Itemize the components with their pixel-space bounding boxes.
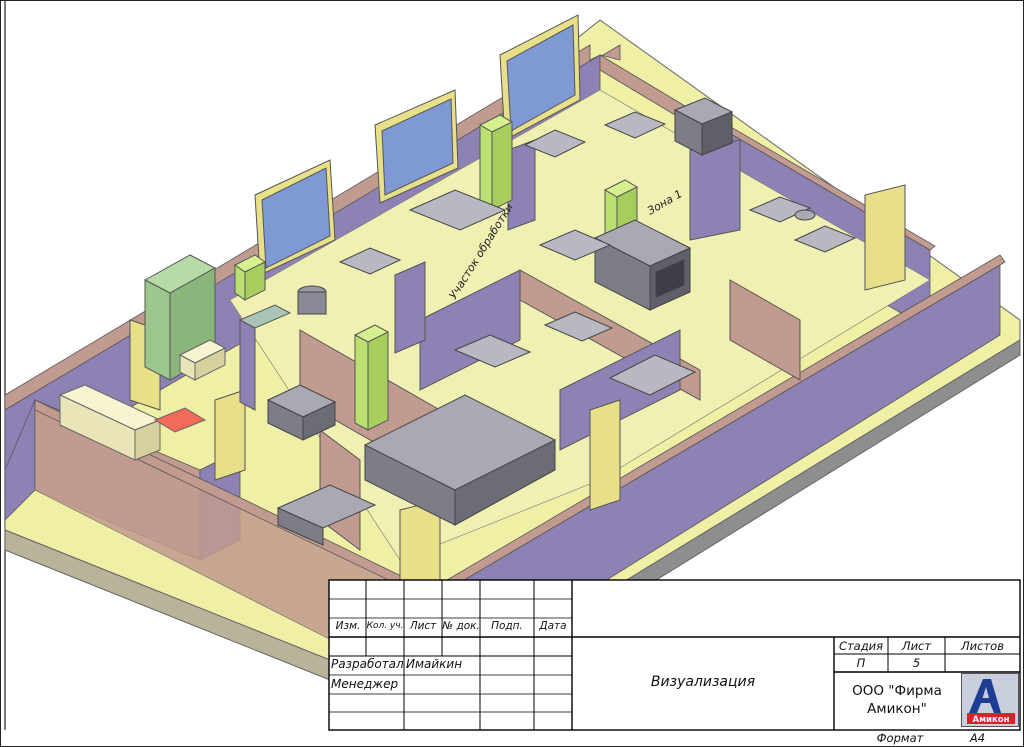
header-kol-uch: Кол. уч. bbox=[366, 621, 404, 631]
stage-header: Стадия bbox=[838, 639, 884, 653]
header-izm: Изм. bbox=[335, 620, 361, 632]
stage-value: П bbox=[856, 656, 866, 670]
equipment-unit bbox=[363, 394, 557, 526]
company-name-line1: ООО "Фирма bbox=[852, 683, 942, 699]
window bbox=[499, 14, 581, 141]
developer-name: Имайкин bbox=[406, 657, 463, 671]
logo-text: Амикон bbox=[973, 715, 1010, 725]
company-name-line2: Амикон" bbox=[867, 701, 927, 717]
header-no-dok: № док. bbox=[442, 620, 480, 632]
sheets-value bbox=[945, 656, 1020, 671]
sheets-header: Листов bbox=[961, 639, 1004, 653]
title-block bbox=[328, 579, 1021, 731]
window bbox=[254, 159, 336, 276]
header-list: Лист bbox=[409, 620, 437, 632]
amikon-logo-icon: Амикон bbox=[961, 673, 1019, 727]
sheet-header: Лист bbox=[901, 639, 932, 653]
manager-label: Менеджер bbox=[331, 677, 399, 691]
oven bbox=[593, 219, 692, 311]
format-label: Формат bbox=[876, 731, 924, 745]
sheet-value: 5 bbox=[912, 656, 921, 670]
header-podp: Подп. bbox=[491, 620, 523, 632]
sheet-title: Визуализация bbox=[650, 674, 756, 690]
header-data: Дата bbox=[539, 620, 567, 632]
window bbox=[374, 89, 459, 204]
format-value: А4 bbox=[969, 731, 986, 745]
developed-label: Разработал bbox=[331, 657, 403, 671]
